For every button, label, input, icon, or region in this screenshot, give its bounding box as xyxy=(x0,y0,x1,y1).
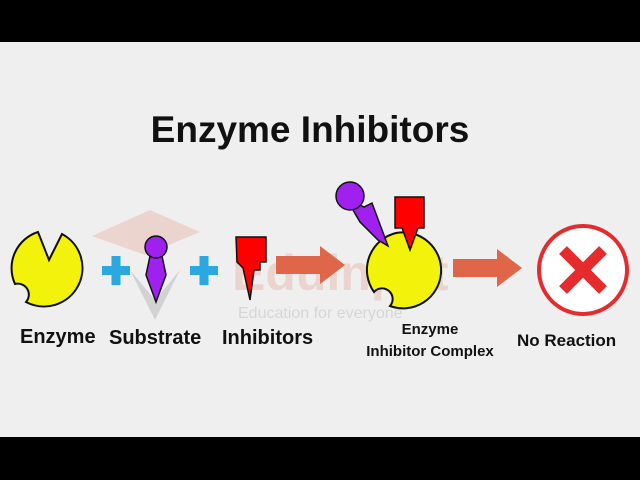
complex-label-line1: Enzyme xyxy=(402,321,459,338)
enzyme-inhibitor-complex xyxy=(335,181,443,310)
arrow-icon xyxy=(276,246,345,284)
arrow-icon xyxy=(453,249,522,287)
plus-icon xyxy=(102,256,130,285)
no-reaction-icon xyxy=(537,224,629,316)
substrate-label: Substrate xyxy=(109,327,201,349)
plus-icon xyxy=(190,256,218,285)
page-title: Enzyme Inhibitors xyxy=(151,109,470,150)
watermark-tagline: Education for everyone xyxy=(238,305,403,322)
inhibitor-shape xyxy=(235,236,267,301)
enzyme-label: Enzyme xyxy=(20,326,96,348)
enzyme-shape xyxy=(10,230,84,308)
complex-label-line2: Inhibitor Complex xyxy=(366,343,494,360)
no-reaction-label: No Reaction xyxy=(517,331,616,350)
inhibitors-label: Inhibitors xyxy=(222,327,313,349)
substrate-shape xyxy=(144,235,168,305)
diagram-canvas xyxy=(0,42,640,437)
